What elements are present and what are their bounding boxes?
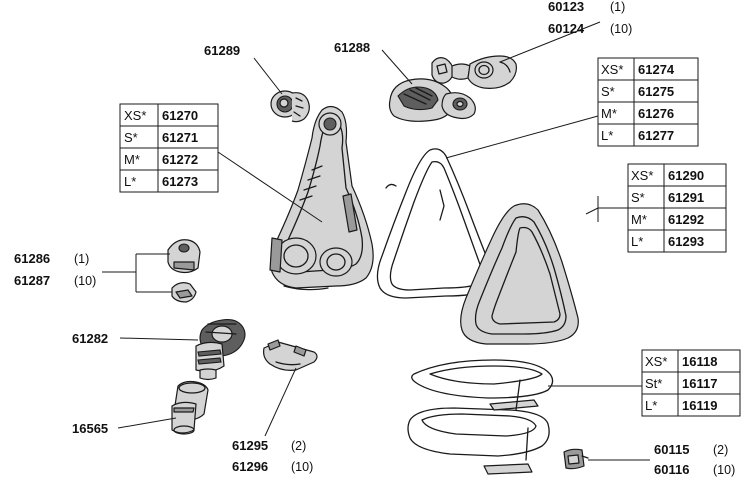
size-table-frame: XS* 61270 S* 61271 M* 61272 L* 61273 <box>119 103 219 193</box>
size-label: XS* <box>631 168 653 183</box>
part-number-cell: 16119 <box>682 398 717 413</box>
swivel-part-61289 <box>270 90 310 123</box>
part-number-cell: 61274 <box>638 62 675 77</box>
size-label: XS* <box>601 62 623 77</box>
elbow-clip-part-61288 <box>388 78 476 122</box>
size-label: XS* <box>124 108 146 123</box>
part-number-61287: 61287 <box>14 273 50 288</box>
part-number-61288: 61288 <box>334 40 370 55</box>
part-number-60115: 60115 <box>654 442 689 457</box>
part-number-16565: 16565 <box>72 421 108 436</box>
part-number-cell: 61291 <box>668 190 704 205</box>
part-number-cell: 61273 <box>162 174 198 189</box>
part-number-61296: 61296 <box>232 459 268 474</box>
part-number-cell: 16117 <box>682 376 717 391</box>
part-number-cell: 61276 <box>638 106 674 121</box>
quantity-61295: (2) <box>291 439 306 453</box>
part-number-60124: 60124 <box>548 21 585 36</box>
cushion-part-61290-61293 <box>460 203 579 345</box>
size-label: L* <box>645 398 657 413</box>
size-label: S* <box>631 190 645 205</box>
clip-part-61286-61287 <box>167 239 201 303</box>
elbow-assembly-part-61282 <box>195 319 246 381</box>
quantity-61286: (1) <box>74 252 89 266</box>
exhalation-valve-part-60123 <box>431 55 517 89</box>
size-table-cushion: XS* 61274 S* 61275 M* 61276 L* 61277 <box>597 57 699 147</box>
part-number-61282: 61282 <box>72 331 108 346</box>
size-label: St* <box>645 376 662 391</box>
quantity-61296: (10) <box>291 460 313 474</box>
part-number-cell: 61293 <box>668 234 704 249</box>
mask-frame-part-61270-61273 <box>269 105 374 291</box>
quantity-60116: (10) <box>713 463 735 477</box>
cap-part-61295-61296 <box>263 339 318 371</box>
clip-part-60115-60116 <box>563 448 589 470</box>
size-label: L* <box>631 234 643 249</box>
part-number-cell: 61275 <box>638 84 674 99</box>
part-number-61286: 61286 <box>14 251 50 266</box>
part-number-cell: 61272 <box>162 152 198 167</box>
size-label: S* <box>124 130 138 145</box>
size-label: L* <box>601 128 613 143</box>
size-label: XS* <box>645 354 667 369</box>
part-number-61295: 61295 <box>232 438 268 453</box>
size-table-cushion-b: XS* 61290 S* 61291 M* 61292 L* 61293 <box>627 163 727 253</box>
quantity-60115: (2) <box>713 443 728 457</box>
size-label: M* <box>631 212 647 227</box>
quantity-61287: (10) <box>74 274 96 288</box>
headgear-part-16117-16119 <box>407 359 554 475</box>
part-number-60123: 60123 <box>548 0 584 14</box>
part-number-cell: 61271 <box>162 130 198 145</box>
tube-connector-part-16565 <box>171 380 209 435</box>
size-label: S* <box>601 84 615 99</box>
size-table-headgear: XS* 16118 St* 16117 L* 16119 <box>641 349 741 417</box>
part-number-61289: 61289 <box>204 43 240 58</box>
part-number-cell: 16118 <box>682 354 717 369</box>
part-number-cell: 61290 <box>668 168 704 183</box>
size-label: L* <box>124 174 136 189</box>
quantity-60123: (1) <box>610 0 625 14</box>
cushion-part-61274-61277 <box>376 148 494 299</box>
part-number-cell: 61277 <box>638 128 674 143</box>
part-number-cell: 61270 <box>162 108 198 123</box>
leader-lines <box>102 21 650 461</box>
size-label: M* <box>601 106 617 121</box>
part-number-60116: 60116 <box>654 462 689 477</box>
quantity-60124: (10) <box>610 22 632 36</box>
size-label: M* <box>124 152 140 167</box>
part-number-cell: 61292 <box>668 212 704 227</box>
